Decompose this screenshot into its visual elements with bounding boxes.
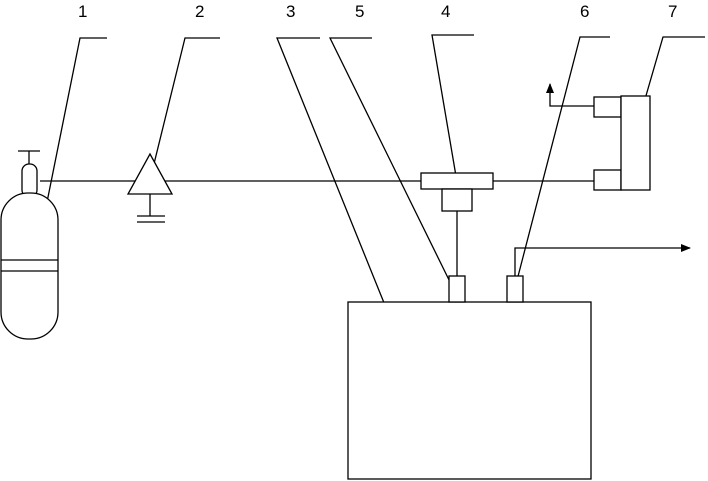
reaction-vessel [347, 301, 592, 480]
inlet-port [448, 275, 466, 303]
leader-4 [431, 34, 474, 183]
tee-connector [420, 172, 494, 276]
exhaust-arrow [514, 244, 691, 276]
label-1: 1 [78, 2, 87, 21]
leader-6 [514, 36, 610, 289]
leader-1 [42, 37, 107, 223]
label-6: 6 [580, 2, 589, 21]
label-7: 7 [668, 2, 677, 21]
pressure-valve [126, 152, 174, 223]
label-3: 3 [286, 2, 295, 21]
label-4: 4 [441, 2, 450, 21]
label-5: 5 [355, 2, 364, 21]
leader-3 [276, 37, 396, 331]
gauge-assembly [546, 83, 651, 191]
gas-cylinder [0, 150, 59, 340]
leader-lines [42, 34, 705, 331]
outlet-port [506, 275, 524, 303]
leader-5 [328, 37, 453, 287]
label-2: 2 [195, 2, 204, 21]
vent-arrow [546, 83, 594, 107]
leader-2 [149, 37, 220, 181]
